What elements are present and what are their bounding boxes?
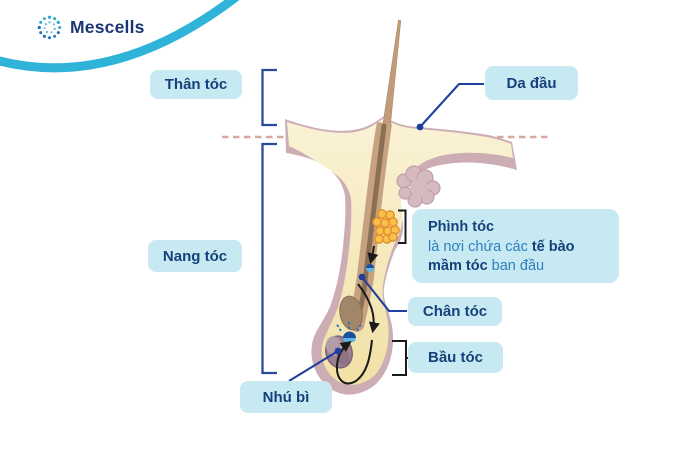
label-scalp: Da đầu — [485, 66, 578, 100]
bulge-cells — [372, 209, 400, 244]
brand-logo: Mescells — [36, 14, 145, 41]
hair-follicle-bracket — [261, 142, 277, 375]
bulb-bracket — [392, 340, 410, 376]
bulge-bracket — [398, 209, 407, 244]
label-hair-shaft: Thân tóc — [150, 70, 242, 99]
callout-line-3: mầm tóc ban đầu — [428, 258, 545, 274]
blue-brackets — [261, 68, 277, 375]
callout-line-2: là nơi chứa các tế bào — [428, 238, 575, 255]
migrating-cell-icon — [366, 264, 374, 272]
mescells-logo-icon — [37, 15, 62, 40]
callout-hair-bulge: Phình tóc là nơi chứa các tế bào mầm tóc… — [412, 209, 619, 283]
label-hair-root: Chân tóc — [408, 297, 502, 326]
pointer-lines — [288, 82, 484, 382]
hair-bulb-tip — [339, 295, 363, 331]
sebaceous-gland — [396, 165, 441, 208]
scalp-pointer-line — [419, 82, 484, 128]
top-curve-decoration — [0, 0, 240, 73]
hair-shaft-bracket — [261, 68, 277, 127]
brand-name: Mescells — [70, 17, 145, 37]
label-hair-bulb: Bầu tóc — [408, 342, 503, 373]
papilla-pointer-line — [288, 350, 339, 382]
hair-root-pointer-line — [361, 276, 407, 313]
callout-title: Phình tóc — [428, 219, 495, 235]
hair-shaft — [382, 19, 402, 130]
label-dermal-papilla: Nhú bì — [240, 381, 332, 413]
label-hair-follicle: Nang tóc — [148, 240, 242, 272]
